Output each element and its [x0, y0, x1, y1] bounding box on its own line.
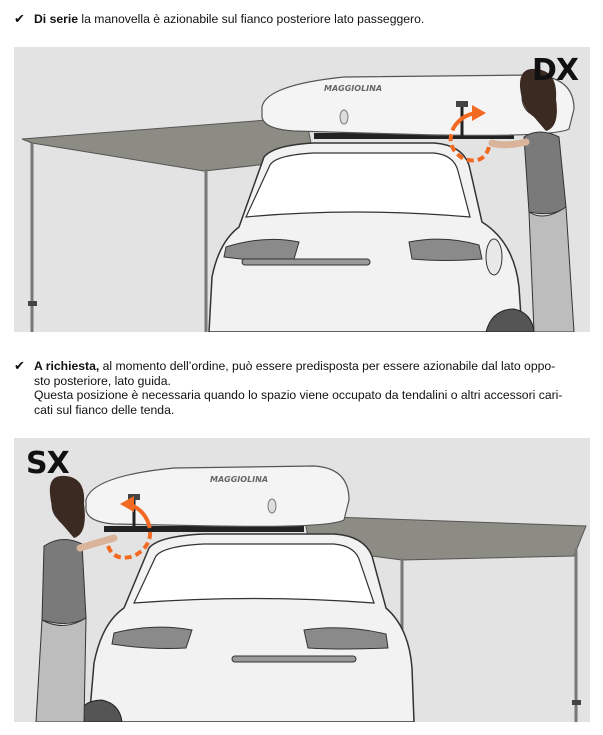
tent-brand-logo-sx: MAGGIOLINA	[210, 475, 268, 484]
rotation-arrowhead-icon-sx	[120, 496, 134, 512]
woman-arm-icon	[488, 138, 530, 149]
rear-window-icon	[245, 152, 471, 218]
side-badge-dx: DX	[531, 53, 579, 88]
woman-trousers-icon-sx	[35, 617, 87, 722]
optional-description-line1: al momento dell’ordine, può essere predi…	[99, 359, 556, 373]
tent-latch-icon	[339, 109, 349, 125]
rotation-arrow-dashed-icon-sx	[106, 521, 153, 560]
optional-bold-label: A richiesta,	[34, 359, 100, 373]
optional-description-line2: sto posteriore, lato guida.	[34, 373, 171, 388]
woman-hair-icon-sx	[49, 475, 85, 538]
intro-paragraph-optional: ✔ A richiesta, al momento dell’ordine, p…	[14, 358, 592, 417]
pole-clip-icon	[28, 301, 37, 306]
standard-text: Di serie la manovella è azionabile sul f…	[34, 12, 592, 27]
side-mirror-icon	[485, 238, 503, 276]
car-with-rooftop-tent-left-illustration: MAGGIOLINA	[35, 465, 587, 722]
tent-brand-logo: MAGGIOLINA	[324, 84, 382, 93]
car-with-rooftop-tent-right-illustration: MAGGIOLINA	[21, 68, 575, 332]
optional-description-line3: Questa posizione è necessaria quando lo …	[34, 388, 563, 403]
trunk-trim-icon	[241, 258, 371, 266]
woman-top-icon	[523, 131, 567, 215]
rotation-arrow-dashed-icon	[448, 126, 491, 163]
tail-light-right-icon-sx	[303, 627, 389, 650]
roof-bar-icon-sx	[104, 526, 304, 532]
standard-bold-label: Di serie	[34, 12, 79, 26]
checkmark-icon-2: ✔	[14, 358, 25, 373]
pole-clip-icon-sx	[572, 700, 581, 705]
woman-trousers-icon	[528, 206, 575, 332]
intro-paragraph-standard: ✔ Di serie la manovella è azionabile sul…	[14, 11, 592, 27]
woman-hair-icon	[519, 68, 557, 131]
rotation-arrowhead-icon	[472, 105, 486, 121]
illustration-left-side: MAGGIOLINA SX	[14, 438, 590, 722]
trunk-trim-icon-sx	[231, 655, 357, 663]
rooftop-tent-shell-icon-sx	[85, 465, 350, 527]
crank-knob-icon	[456, 101, 468, 107]
optional-text: A richiesta, al momento dell’ordine, può…	[34, 359, 592, 417]
standard-description: la manovella è azionabile sul fianco pos…	[78, 12, 425, 26]
illustration-right-side: MAGGIOLINA DX	[14, 47, 590, 332]
roof-bar-icon	[314, 133, 514, 139]
side-badge-sx: SX	[26, 446, 70, 481]
wheel-icon	[485, 308, 535, 332]
checkmark-icon: ✔	[14, 11, 25, 26]
optional-description-line4: cati sul fianco delle tenda.	[34, 402, 175, 417]
tent-latch-icon-sx	[267, 498, 277, 514]
woman-arm-icon-sx	[76, 534, 118, 552]
rear-window-icon-sx	[133, 543, 375, 604]
tail-light-left-icon-sx	[111, 626, 193, 649]
awning-icon	[21, 116, 315, 172]
woman-top-icon-sx	[41, 539, 87, 624]
tail-light-right-icon	[408, 238, 483, 261]
